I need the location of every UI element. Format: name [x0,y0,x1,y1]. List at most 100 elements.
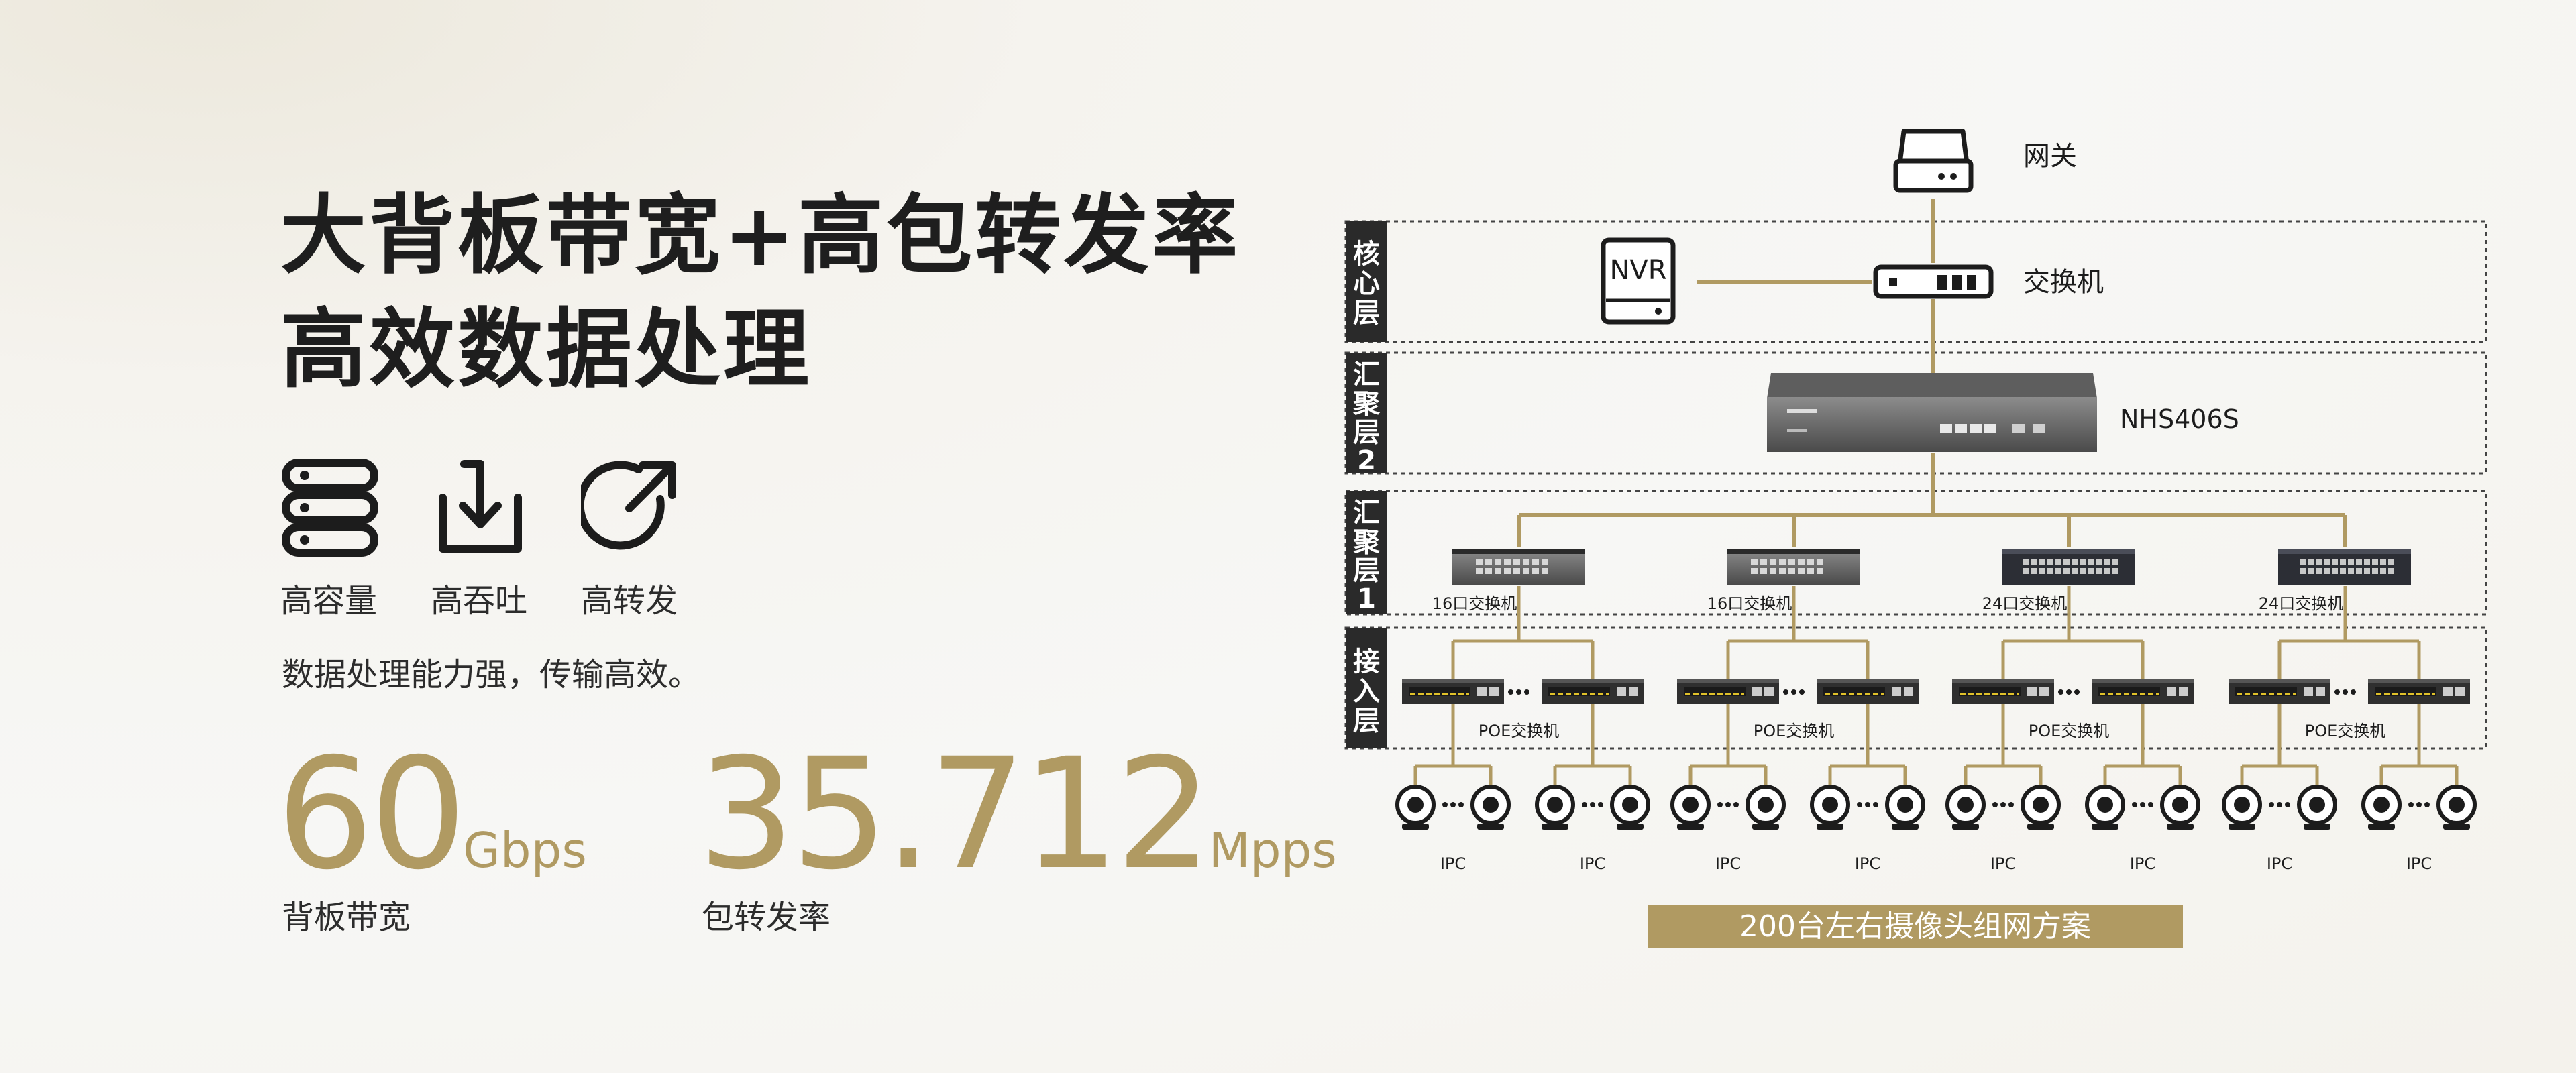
ellipsis-dot [1442,802,1448,807]
ellipsis-dot [2277,802,2282,807]
ellipsis-dot [1516,689,1521,695]
poe-switch-label: POE交换机 [1754,722,1835,740]
feature-label-forwarding: 高转发 [581,582,678,620]
layer-agg2-char2: 聚 [1352,389,1381,420]
agg1-label-3: 24口交换机 [1982,594,2068,613]
ellipsis-dot [2416,802,2422,807]
feature-label-throughput: 高吞吐 [431,582,528,620]
ellipsis-dot [2132,802,2137,807]
caption-bar [1648,905,2183,948]
ellipsis-dot [1508,689,1513,695]
layer-agg1-char3: 层 [1353,555,1380,586]
core-switch-icon [1873,264,1994,299]
metric-pps: 35.712Mpps [698,738,1337,891]
ellipsis-dot [2058,689,2063,695]
ellipsis-dot [1524,689,1529,695]
poe-switch-icon [2092,679,2194,704]
layer-access-char1: 接 [1353,646,1380,677]
description: 数据处理能力强，传输高效。 [282,656,701,693]
caption-text: 200台左右摄像头组网方案 [1739,909,2091,944]
ipc-camera-icon [1887,787,1923,830]
ellipsis-dot [2351,689,2356,695]
ellipsis-dot [2343,689,2348,695]
ipc-camera-icon [2438,787,2475,830]
agg1-switch-16-a-icon [1452,549,1585,585]
ipc-camera-icon [1748,787,1784,830]
ellipsis-dot [2148,802,2153,807]
agg1-switch-24-a-icon [2002,549,2135,585]
ipc-camera-icon [1672,787,1709,830]
metric-pps-unit: Mpps [1208,822,1337,879]
ellipsis-dot [1873,802,1878,807]
ellipsis-dot [1733,802,1739,807]
ellipsis-dot [2066,689,2072,695]
layer-core-char1: 核 [1353,239,1380,270]
metric-pps-value: 35.712 [698,725,1213,903]
poe-switch-icon [2368,679,2470,704]
ipc-label: IPC [1440,854,1466,873]
ellipsis-dot [2074,689,2080,695]
ipc-label: IPC [1715,854,1741,873]
ellipsis-dot [1450,802,1456,807]
agg1-label-4: 24口交换机 [2259,594,2344,613]
poe-switch-icon [1952,679,2054,704]
ellipsis-dot [1598,802,1603,807]
ellipsis-dot [2334,689,2340,695]
ellipsis-dot [2285,802,2290,807]
ipc-camera-icon [1472,787,1509,830]
poe-switch-label: POE交换机 [2029,722,2110,740]
ellipsis-dot [2424,802,2430,807]
layer-core-char2: 心 [1353,268,1380,299]
ipc-camera-icon [2023,787,2059,830]
ellipsis-dot [2408,802,2414,807]
nhs406s-label: NHS406S [2120,404,2239,434]
ellipsis-dot [1865,802,1870,807]
feature-label-capacity: 高容量 [280,582,378,620]
ellipsis-dot [1857,802,1862,807]
layer-core-char3: 层 [1353,298,1380,329]
ipc-camera-icon [1947,787,1984,830]
ellipsis-dot [2140,802,2145,807]
ipc-label: IPC [1990,854,2016,873]
metric-bandwidth-unit: Gbps [463,822,587,879]
headline-line1: 大背板带宽+高包转发率 [280,186,1241,286]
layer-access-char3: 层 [1353,705,1380,736]
ipc-camera-icon [2363,787,2400,830]
ipc-label: IPC [2267,854,2292,873]
ellipsis-dot [2008,802,2014,807]
ipc-camera-icon [1537,787,1573,830]
poe-switch-icon [1817,679,1919,704]
layer-agg1-char4: 1 [1357,583,1376,614]
ellipsis-dot [1992,802,1998,807]
ipc-camera-icon [1397,787,1434,830]
ipc-label: IPC [1855,854,1880,873]
metric-pps-label: 包转发率 [702,899,831,936]
agg1-switch-24-b-icon [2278,549,2411,585]
ipc-camera-icon [2087,787,2123,830]
server-stack-icon [280,457,380,557]
forward-arrow-icon [576,457,680,557]
ipc-label: IPC [2406,854,2432,873]
nhs406s-switch-icon [1767,373,2097,452]
gateway-icon [1893,129,1974,193]
metric-bandwidth: 60Gbps [276,738,587,891]
nvr-label: NVR [1609,255,1666,286]
layer-agg2-char4: 2 [1357,445,1376,476]
poe-switch-label: POE交换机 [1479,722,1560,740]
ellipsis-dot [1783,689,1788,695]
ipc-camera-icon [1612,787,1648,830]
ellipsis-dot [1717,802,1723,807]
download-tray-icon [431,457,530,557]
gateway-label: 网关 [2023,141,2077,172]
poe-switch-icon [1677,679,1779,704]
agg1-label-1: 16口交换机 [1432,594,1517,613]
nvr-icon [1601,237,1676,325]
metric-bandwidth-value: 60 [276,725,467,903]
ellipsis-dot [2269,802,2274,807]
agg1-label-2: 16口交换机 [1707,594,1792,613]
poe-switch-icon [2229,679,2330,704]
ellipsis-dot [1799,689,1805,695]
layer-agg1-char1: 汇 [1353,498,1380,528]
ipc-camera-icon [2224,787,2260,830]
